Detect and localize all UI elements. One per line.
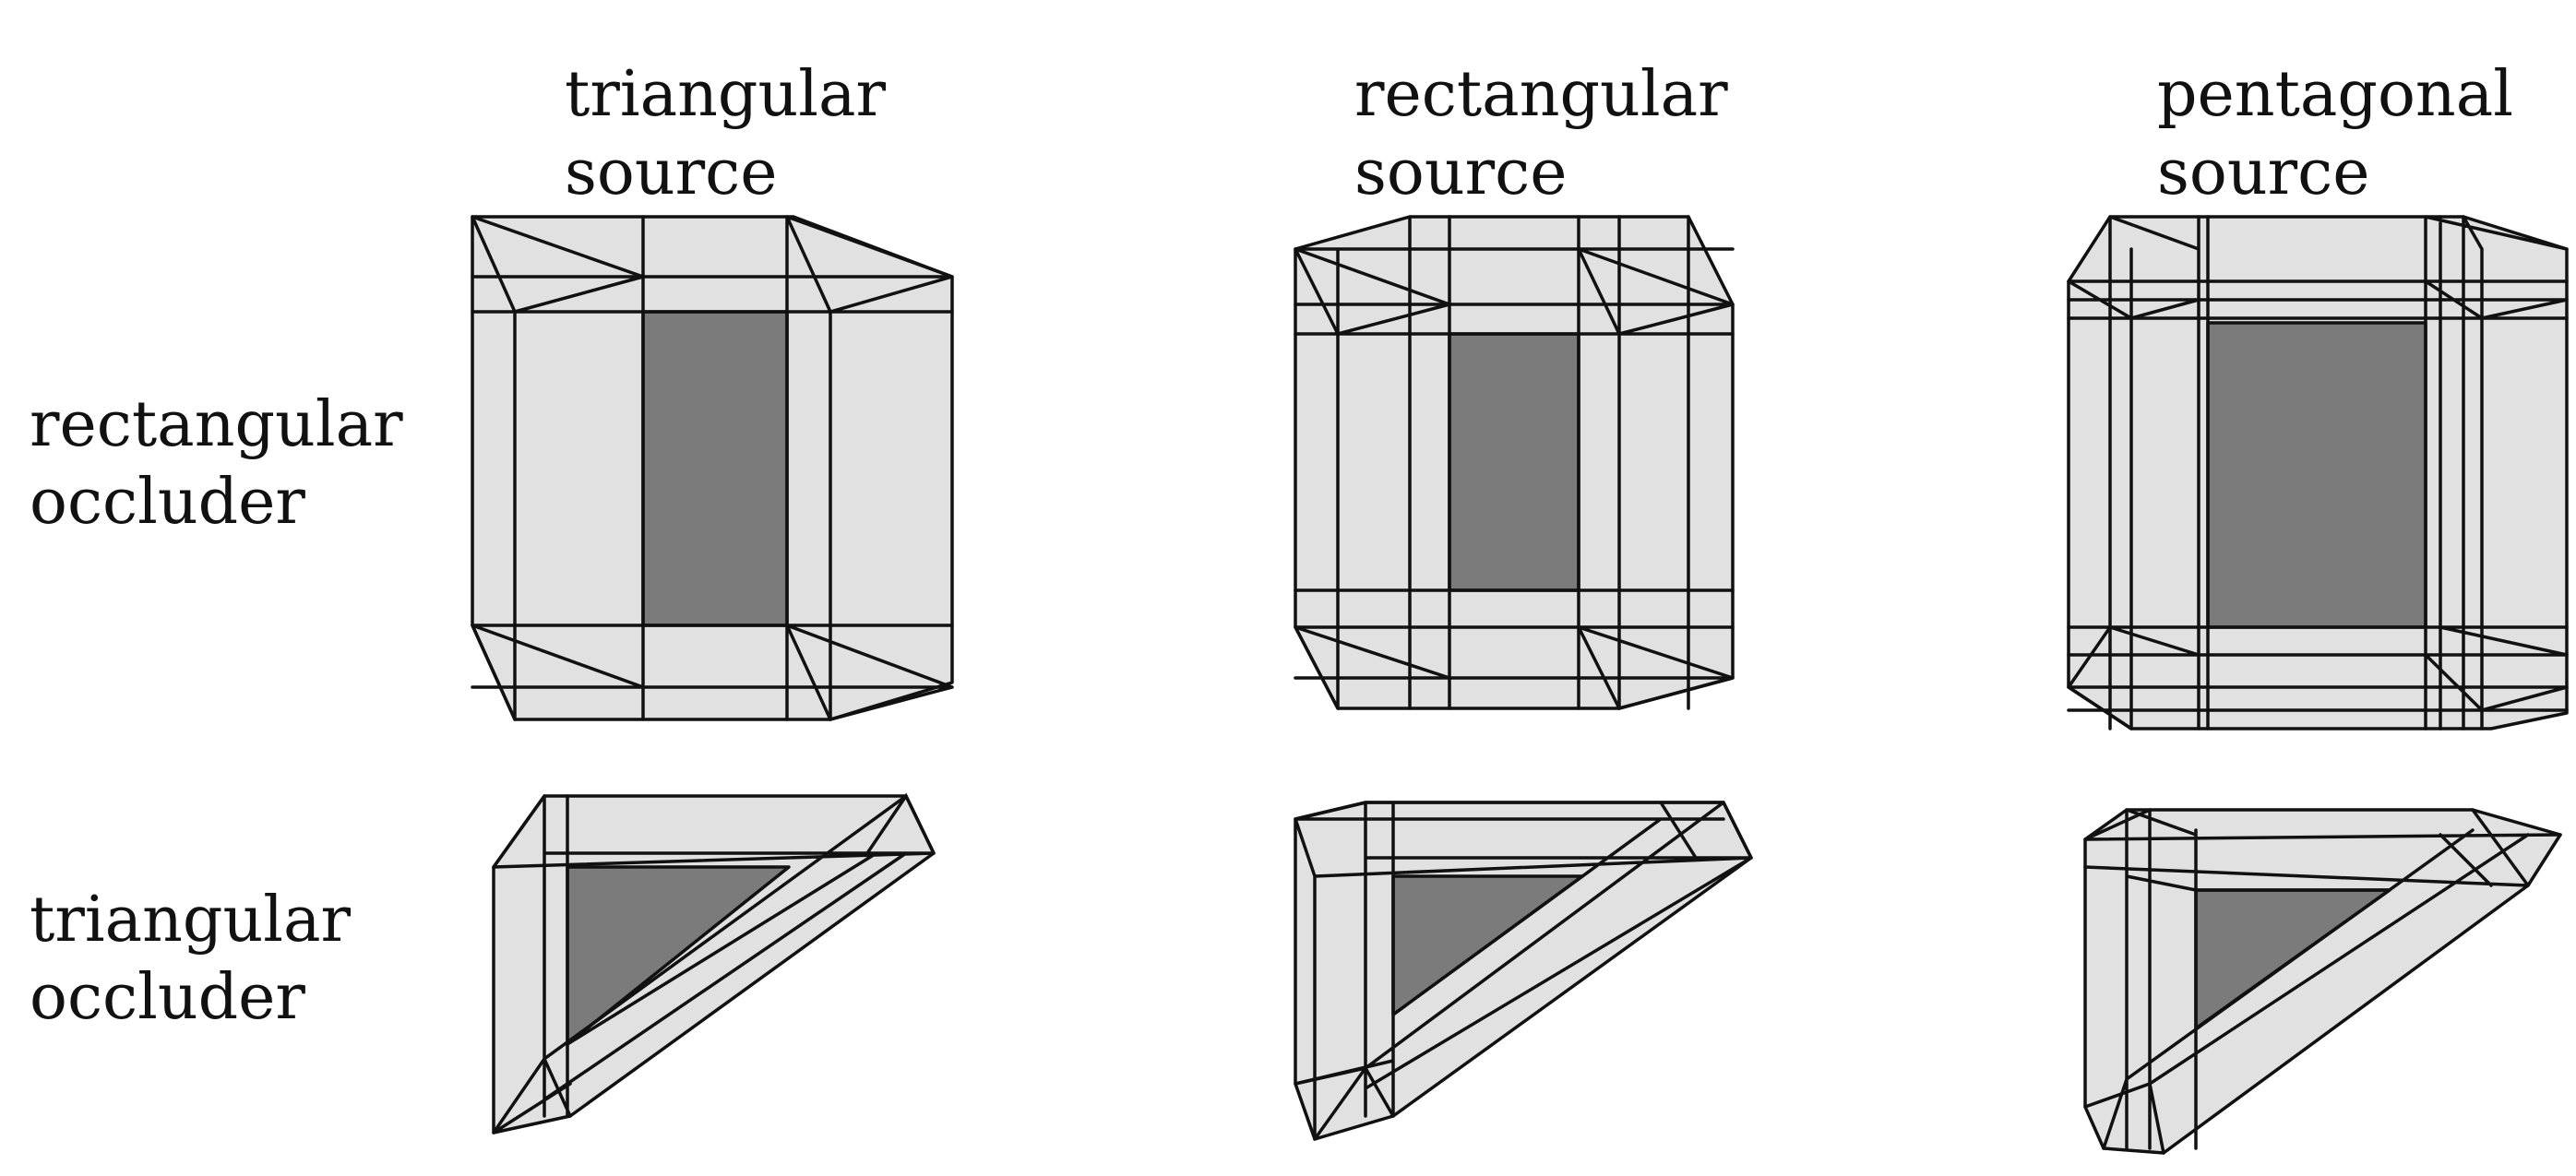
edge-lines xyxy=(492,792,936,1134)
shadow-tri-occluder-rect-source xyxy=(1294,801,1753,1141)
column-header-pentagonal-source: pentagonal source xyxy=(2157,58,2513,209)
shadow-rect-occluder-pent-source xyxy=(2067,215,2569,731)
row-header-line1: rectangular xyxy=(30,388,403,461)
umbra-region xyxy=(1448,332,1580,592)
column-header-line1: pentagonal xyxy=(2157,58,2513,131)
shadow-rect-occluder-tri-source xyxy=(471,215,954,722)
edge-lines xyxy=(2083,808,2562,1155)
column-header-triangular-source: triangular source xyxy=(565,58,887,209)
column-header-line2: source xyxy=(1354,137,1567,209)
row-header-line2: occluder xyxy=(30,961,305,1034)
shadow-rect-occluder-rect-source xyxy=(1294,215,1735,711)
row-header-rectangular-occluder: rectangular occluder xyxy=(30,388,403,539)
row-header-line2: occluder xyxy=(30,466,305,539)
umbra-region xyxy=(2206,321,2427,629)
penumbra-region xyxy=(492,794,936,1134)
umbra-region xyxy=(641,310,789,627)
column-header-line1: triangular xyxy=(565,58,887,131)
edge-lines xyxy=(2067,215,2569,731)
shadow-tri-occluder-tri-source xyxy=(492,792,936,1134)
column-header-line2: source xyxy=(2157,137,2369,209)
column-header-line1: rectangular xyxy=(1354,58,1728,131)
edge-lines xyxy=(1294,801,1753,1141)
row-header-line1: triangular xyxy=(30,884,352,956)
row-header-triangular-occluder: triangular occluder xyxy=(30,884,352,1034)
edge-lines xyxy=(1294,215,1735,711)
penumbra-region xyxy=(1294,801,1753,1141)
edge-lines xyxy=(471,215,954,722)
shadow-tri-occluder-pent-source xyxy=(2083,808,2562,1155)
column-header-line2: source xyxy=(565,137,777,209)
column-header-rectangular-source: rectangular source xyxy=(1354,58,1728,209)
